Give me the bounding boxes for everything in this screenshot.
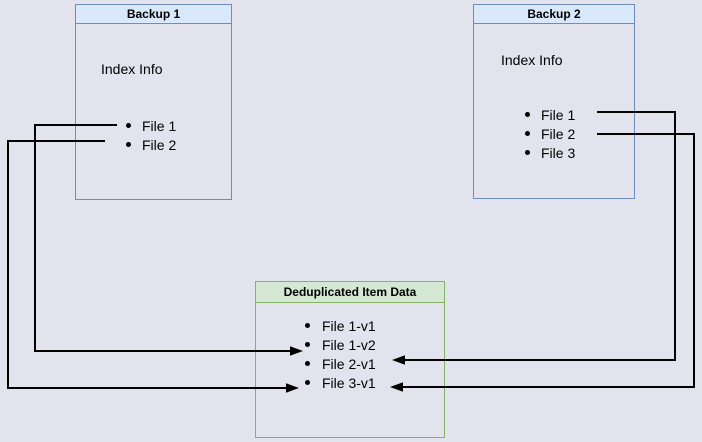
file-label: File 2 (142, 136, 177, 153)
dedup-item-label: File 3-v1 (322, 374, 376, 391)
list-bullet (305, 342, 310, 347)
backup2-box: Backup 2 Index Info File 1 File 2 File 3 (473, 4, 635, 199)
dedup-item-label: File 1-v2 (322, 336, 376, 353)
backup1-box: Backup 1 Index Info File 1 File 2 (75, 4, 232, 200)
backup1-file-list: File 1 File 2 (76, 116, 176, 154)
list-item: File 1-v1 (256, 316, 376, 335)
list-item: File 2 (474, 124, 575, 143)
list-bullet (305, 380, 310, 385)
list-item: File 1-v2 (256, 335, 376, 354)
file-label: File 1 (142, 117, 177, 134)
dedup-box: Deduplicated Item Data File 1-v1 File 1-… (255, 281, 445, 438)
list-bullet (126, 123, 131, 128)
list-item: File 1 (474, 105, 575, 124)
backup2-title: Backup 2 (474, 5, 634, 24)
list-bullet (525, 131, 530, 136)
list-item: File 2-v1 (256, 354, 376, 373)
file-label: File 2 (541, 125, 576, 142)
list-bullet (126, 142, 131, 147)
list-item: File 3-v1 (256, 373, 376, 392)
dedup-title: Deduplicated Item Data (256, 282, 444, 303)
file-label: File 1 (541, 106, 576, 123)
list-item: File 2 (76, 135, 176, 154)
dedup-item-label: File 2-v1 (322, 355, 376, 372)
list-item: File 3 (474, 143, 575, 162)
backup2-index-info-label: Index Info (501, 52, 563, 68)
list-bullet (525, 150, 530, 155)
list-bullet (305, 323, 310, 328)
list-item: File 1 (76, 116, 176, 135)
backup1-title: Backup 1 (76, 5, 231, 24)
list-bullet (525, 112, 530, 117)
backup1-index-info-label: Index Info (101, 61, 163, 77)
dedup-item-label: File 1-v1 (322, 317, 376, 334)
backup2-file-list: File 1 File 2 File 3 (474, 105, 575, 162)
list-bullet (305, 361, 310, 366)
dedup-item-list: File 1-v1 File 1-v2 File 2-v1 File 3-v1 (256, 316, 376, 392)
file-label: File 3 (541, 144, 576, 161)
